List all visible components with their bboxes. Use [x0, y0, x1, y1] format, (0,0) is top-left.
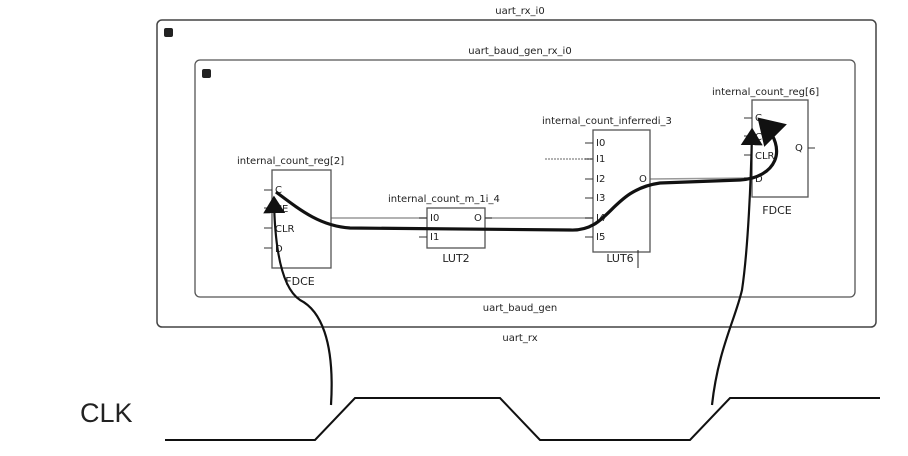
reg2-cell[interactable]: [271, 169, 332, 269]
clock-arrow-right: [710, 127, 763, 406]
reg2-pin-c: C: [275, 185, 282, 196]
reg6-pin-ce: CE: [755, 132, 768, 143]
lut6-pin-o: O: [639, 174, 647, 185]
reg2-name: internal_count_reg[2]: [237, 156, 344, 167]
lut2-pin-o: O: [474, 213, 482, 224]
clock-waveform: [165, 397, 880, 441]
reg6-name: internal_count_reg[6]: [712, 87, 819, 98]
collapse-inner-icon[interactable]: [202, 69, 211, 78]
lut6-pin-i5: I5: [596, 232, 605, 243]
outer-block[interactable]: [156, 19, 877, 328]
inner-block-bottom-label: uart_baud_gen: [483, 303, 558, 314]
lut6-name: internal_count_inferredi_3: [542, 116, 672, 127]
lut6-pin-i1: I1: [596, 154, 605, 165]
reg6-pin-d: D: [755, 174, 763, 185]
lut6-type: LUT6: [606, 252, 633, 265]
outer-block-bottom-label: uart_rx: [502, 333, 537, 344]
collapse-outer-icon[interactable]: [164, 28, 173, 37]
reg6-pin-clr: CLR: [755, 151, 775, 162]
reg2-pin-clr: CLR: [275, 224, 295, 235]
reg2-pin-ce: CE: [275, 204, 288, 215]
inner-block[interactable]: [194, 59, 856, 298]
reg6-pin-q: Q: [795, 143, 803, 154]
inner-block-top-label: uart_baud_gen_rx_i0: [468, 46, 571, 57]
reg6-type: FDCE: [762, 204, 791, 217]
lut2-name: internal_count_m_1i_4: [388, 194, 500, 205]
timing-path-arrow: [275, 117, 787, 232]
lut2-pin-i0: I0: [430, 213, 439, 224]
lut6-pin-i0: I0: [596, 138, 605, 149]
lut2-pin-i1: I1: [430, 232, 439, 243]
nets: [331, 158, 753, 219]
outer-block-top-label: uart_rx_i0: [495, 6, 544, 17]
lut2-type: LUT2: [442, 252, 469, 265]
lut6-cell[interactable]: [592, 129, 651, 253]
reg2-pin-d: D: [275, 244, 283, 255]
lut6-pin-i3: I3: [596, 193, 605, 204]
clock-label: CLK: [80, 398, 133, 428]
reg6-pin-c: C: [755, 113, 762, 124]
clock-arrow-left: [263, 195, 333, 406]
reg2-type: FDCE: [285, 275, 314, 288]
lut6-pin-i2: I2: [596, 174, 605, 185]
